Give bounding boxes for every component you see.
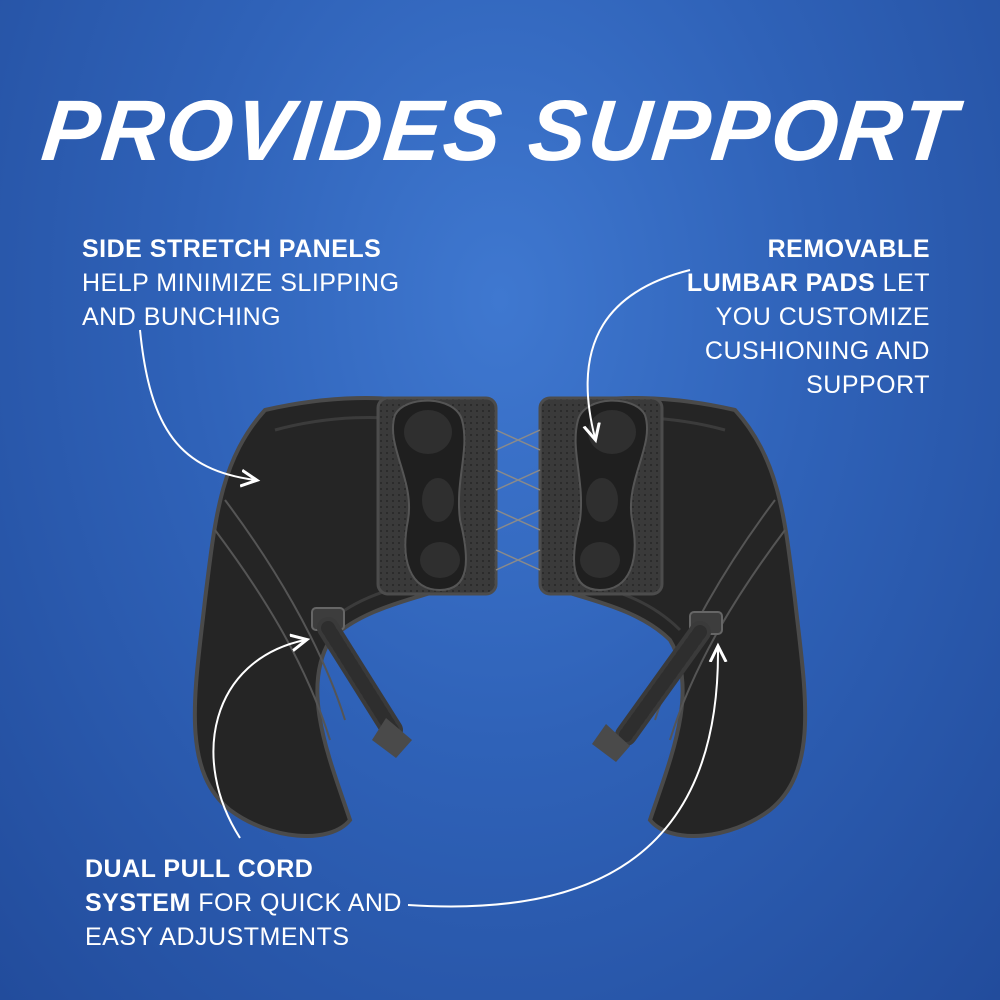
callout-lumbar-line5: SUPPORT	[806, 371, 930, 399]
lumbar-pad-left	[392, 399, 467, 592]
callout-lumbar-line3: YOU CUSTOMIZE	[715, 303, 930, 331]
callout-side-line2: HELP MINIMIZE SLIPPING	[82, 269, 400, 297]
callout-cord-line3: EASY ADJUSTMENTS	[85, 923, 350, 951]
callout-lumbar-bold2: LUMBAR PADS	[686, 269, 876, 297]
callout-cord-bold2: SYSTEM	[85, 889, 191, 917]
arrow-pull-cord-right	[407, 648, 718, 908]
arrow-lumbar-pads	[588, 269, 691, 438]
callout-arrows	[139, 269, 718, 908]
arrow-side-panels	[139, 329, 255, 480]
lumbar-pad-right	[573, 399, 648, 592]
callout-lumbar-bold1: REMOVABLE	[767, 235, 930, 263]
callout-lumbar-line4: CUSHIONING AND	[704, 337, 930, 365]
callout-cord-rest2: FOR QUICK AND	[190, 889, 402, 917]
callout-cord-bold1: DUAL PULL CORD	[85, 855, 314, 883]
arrow-pull-cord-left	[212, 640, 305, 839]
callout-lumbar-rest2: LET	[875, 269, 930, 297]
callout-side-line3: AND BUNCHING	[82, 303, 282, 331]
callout-lumbar-pads: REMOVABLE LUMBAR PADS LET YOU CUSTOMIZE …	[610, 232, 930, 402]
callout-pull-cord: DUAL PULL CORD SYSTEM FOR QUICK AND EASY…	[85, 852, 425, 954]
callout-side-stretch-panels: SIDE STRETCH PANELS HELP MINIMIZE SLIPPI…	[82, 232, 442, 334]
callout-side-bold: SIDE STRETCH PANELS	[82, 235, 382, 263]
